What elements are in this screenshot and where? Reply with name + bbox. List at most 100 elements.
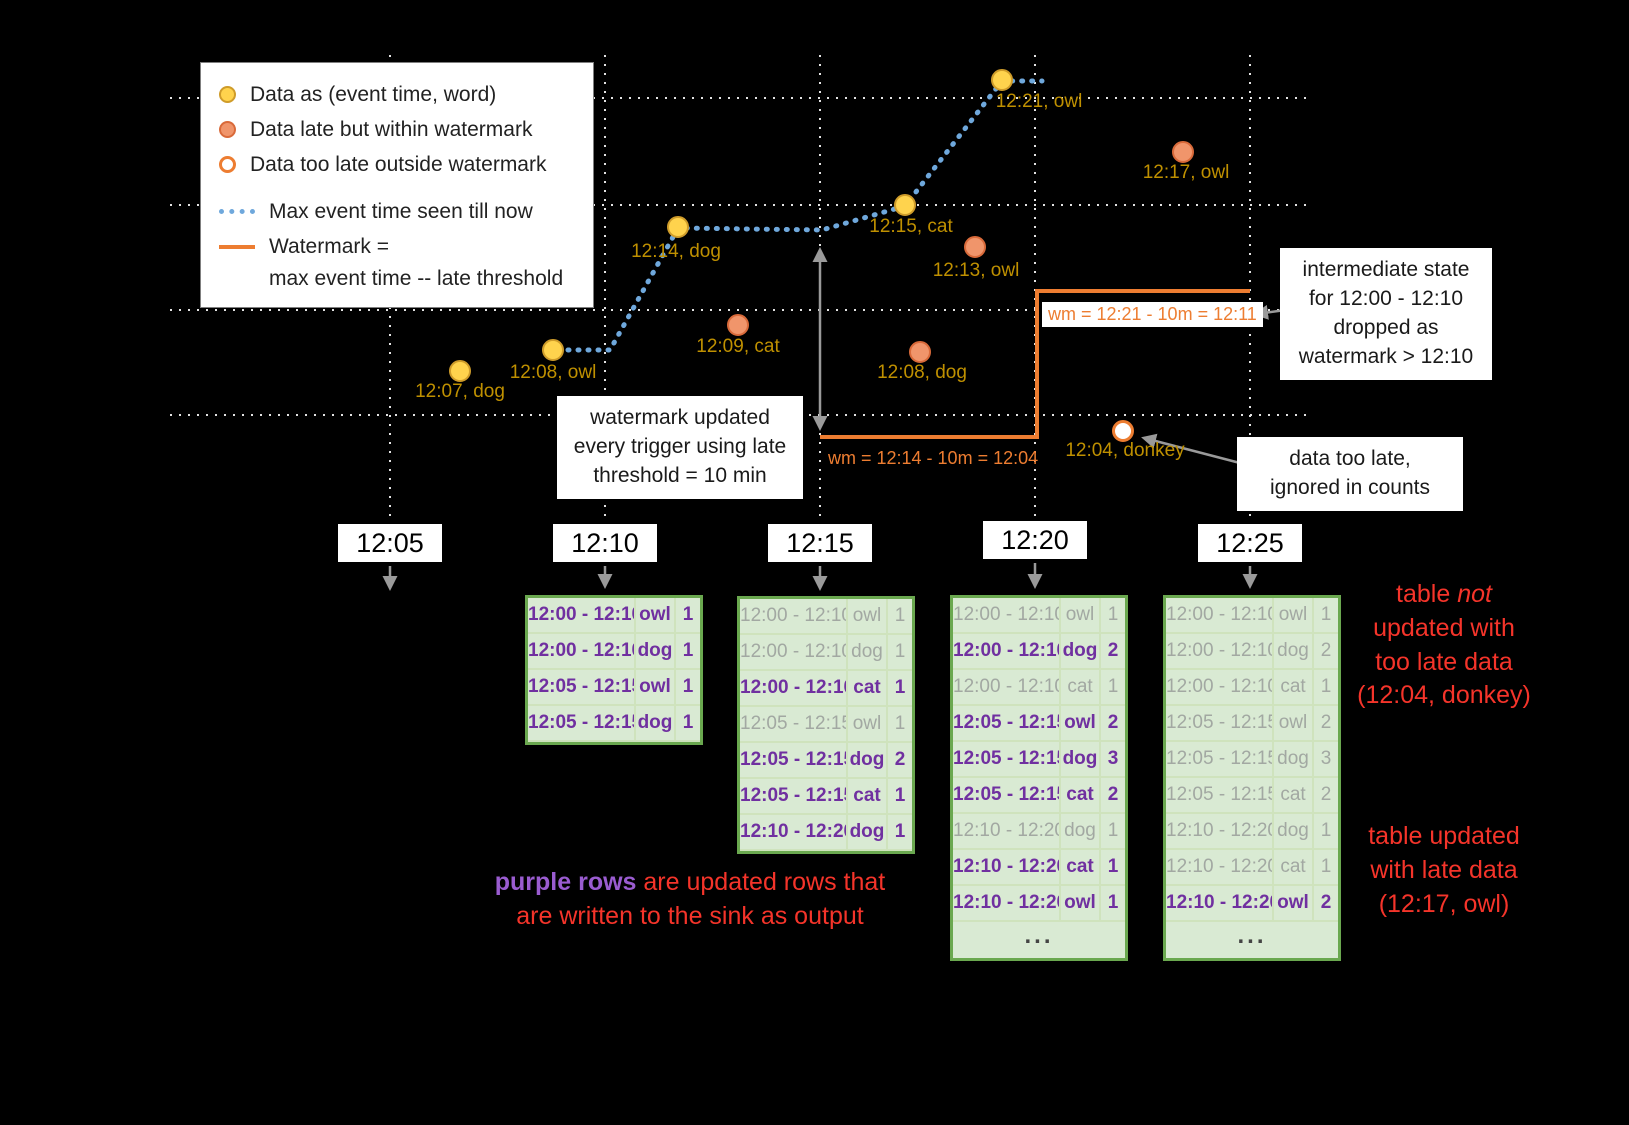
window-cell: 12:00 - 12:10 bbox=[528, 634, 636, 670]
point-label: 12:04, donkey bbox=[1065, 440, 1185, 461]
word-cell: owl bbox=[1274, 886, 1314, 922]
max-event-time-line-icon bbox=[219, 209, 255, 214]
purple-rows-highlight: purple rows bbox=[494, 868, 637, 896]
count-cell: 1 bbox=[1314, 598, 1338, 634]
window-cell: 12:05 - 12:15 bbox=[528, 706, 636, 742]
word-cell: dog bbox=[848, 743, 888, 779]
note-line: intermediate state bbox=[1302, 258, 1470, 281]
word-cell: cat bbox=[1061, 850, 1101, 886]
result-table-1225: 12:00 - 12:10 owl 1 12:00 - 12:10 dog 2 … bbox=[1163, 595, 1341, 961]
table-row: 12:10 - 12:20 dog 1 bbox=[740, 815, 912, 851]
point-label: 12:17, owl bbox=[1142, 162, 1230, 183]
word-cell: dog bbox=[636, 634, 676, 670]
word-cell: owl bbox=[1061, 598, 1101, 634]
data-point-1204-donkey bbox=[1112, 420, 1134, 442]
result-table-1210: 12:00 - 12:10 owl 1 12:00 - 12:10 dog 1 … bbox=[525, 595, 703, 745]
data-point-1208-owl bbox=[542, 339, 564, 361]
table-row: 12:05 - 12:15 owl 2 bbox=[953, 706, 1125, 742]
note-line: (12:17, owl) bbox=[1378, 889, 1510, 918]
word-cell: dog bbox=[1061, 814, 1101, 850]
data-point-1209-cat bbox=[727, 314, 749, 336]
too-late-ring-icon bbox=[219, 156, 236, 173]
window-cell: 12:00 - 12:10 bbox=[953, 670, 1061, 706]
word-cell: dog bbox=[1061, 634, 1101, 670]
window-cell: 12:10 - 12:20 bbox=[1166, 850, 1274, 886]
legend-item-watermark: Watermark = bbox=[219, 229, 575, 264]
note-line: threshold = 10 min bbox=[593, 463, 767, 487]
count-cell: 1 bbox=[888, 635, 912, 671]
count-cell: 2 bbox=[1314, 706, 1338, 742]
legend-item-on-time: Data as (event time, word) bbox=[219, 77, 575, 112]
note-table-not-updated: table not updated with too late data (12… bbox=[1340, 578, 1548, 713]
data-point-1213-owl bbox=[964, 236, 986, 258]
window-cell: 12:05 - 12:15 bbox=[953, 742, 1061, 778]
table-row: 12:00 - 12:10 dog 2 bbox=[953, 634, 1125, 670]
table-row: 12:10 - 12:20 cat 1 bbox=[953, 850, 1125, 886]
data-point-1215-cat bbox=[894, 194, 916, 216]
window-cell: 12:00 - 12:10 bbox=[1166, 670, 1274, 706]
note-text: table bbox=[1396, 580, 1458, 608]
note-line: purple rows are updated rows that bbox=[460, 866, 920, 900]
legend-item-late: Data late but within watermark bbox=[219, 112, 575, 147]
late-dot-icon bbox=[219, 121, 236, 138]
point-label: 12:15, cat bbox=[869, 216, 953, 237]
window-cell: 12:05 - 12:15 bbox=[740, 779, 848, 815]
too-late-arrow bbox=[1141, 433, 1241, 465]
count-cell: 1 bbox=[1314, 850, 1338, 886]
note-purple-rows: purple rows are updated rows that are wr… bbox=[460, 866, 920, 934]
data-point-1217-owl bbox=[1172, 141, 1194, 163]
word-cell: owl bbox=[1274, 598, 1314, 634]
result-table-1220: 12:00 - 12:10 owl 1 12:00 - 12:10 dog 2 … bbox=[950, 595, 1128, 961]
note-line: dropped as bbox=[1333, 315, 1439, 339]
more-rows-ellipsis: ... bbox=[1237, 922, 1267, 949]
table-row: 12:00 - 12:10 cat 1 bbox=[740, 671, 912, 707]
window-cell: 12:05 - 12:15 bbox=[528, 670, 636, 706]
word-cell: dog bbox=[848, 815, 888, 851]
note-watermark-updated: watermark updated every trigger using la… bbox=[557, 396, 803, 499]
window-cell: 12:10 - 12:20 bbox=[1166, 886, 1274, 922]
note-line: ignored in counts bbox=[1270, 475, 1430, 499]
result-rows: 12:00 - 12:10 owl 1 12:00 - 12:10 dog 2 … bbox=[953, 598, 1125, 922]
window-cell: 12:05 - 12:15 bbox=[1166, 706, 1274, 742]
legend-label: Data too late outside watermark bbox=[250, 152, 547, 176]
trigger-box-1215: 12:15 bbox=[768, 524, 872, 562]
table-row: 12:00 - 12:10 owl 1 bbox=[740, 599, 912, 635]
legend-label: max event time -- late threshold bbox=[269, 266, 564, 290]
table-row: 12:10 - 12:20 owl 1 bbox=[953, 886, 1125, 922]
legend-label: Data as (event time, word) bbox=[250, 82, 497, 106]
note-line: for 12:00 - 12:10 bbox=[1308, 286, 1464, 310]
count-cell: 1 bbox=[1101, 670, 1125, 706]
count-cell: 1 bbox=[676, 598, 700, 634]
count-cell: 1 bbox=[676, 634, 700, 670]
window-cell: 12:00 - 12:10 bbox=[740, 635, 848, 671]
result-table-1215: 12:00 - 12:10 owl 1 12:00 - 12:10 dog 1 … bbox=[737, 596, 915, 854]
count-cell: 1 bbox=[888, 707, 912, 743]
word-cell: cat bbox=[1274, 670, 1314, 706]
count-cell: 2 bbox=[1314, 886, 1338, 922]
count-cell: 1 bbox=[888, 599, 912, 635]
count-cell: 2 bbox=[1314, 634, 1338, 670]
window-cell: 12:00 - 12:10 bbox=[1166, 598, 1274, 634]
word-cell: dog bbox=[636, 706, 676, 742]
count-cell: 1 bbox=[676, 670, 700, 706]
watermark-value-1: wm = 12:14 - 10m = 12:04 bbox=[828, 448, 1039, 468]
word-cell: dog bbox=[848, 635, 888, 671]
note-text-italic: not bbox=[1457, 580, 1492, 608]
count-cell: 2 bbox=[1314, 778, 1338, 814]
count-cell: 1 bbox=[1101, 886, 1125, 922]
legend: Data as (event time, word) Data late but… bbox=[200, 62, 594, 308]
count-cell: 1 bbox=[676, 706, 700, 742]
result-rows: 12:00 - 12:10 owl 1 12:00 - 12:10 dog 1 … bbox=[528, 598, 700, 742]
note-table-updated-late: table updated with late data (12:17, owl… bbox=[1340, 820, 1548, 921]
data-point-1214-dog bbox=[667, 216, 689, 238]
window-cell: 12:00 - 12:10 bbox=[528, 598, 636, 634]
table-row: 12:05 - 12:15 cat 1 bbox=[740, 779, 912, 815]
result-rows: 12:00 - 12:10 owl 1 12:00 - 12:10 dog 2 … bbox=[1166, 598, 1338, 922]
window-cell: 12:05 - 12:15 bbox=[1166, 742, 1274, 778]
count-cell: 3 bbox=[1314, 742, 1338, 778]
note-line: watermark > 12:10 bbox=[1298, 344, 1474, 368]
word-cell: cat bbox=[848, 671, 888, 707]
word-cell: owl bbox=[848, 707, 888, 743]
gray-arrows bbox=[382, 247, 1301, 591]
